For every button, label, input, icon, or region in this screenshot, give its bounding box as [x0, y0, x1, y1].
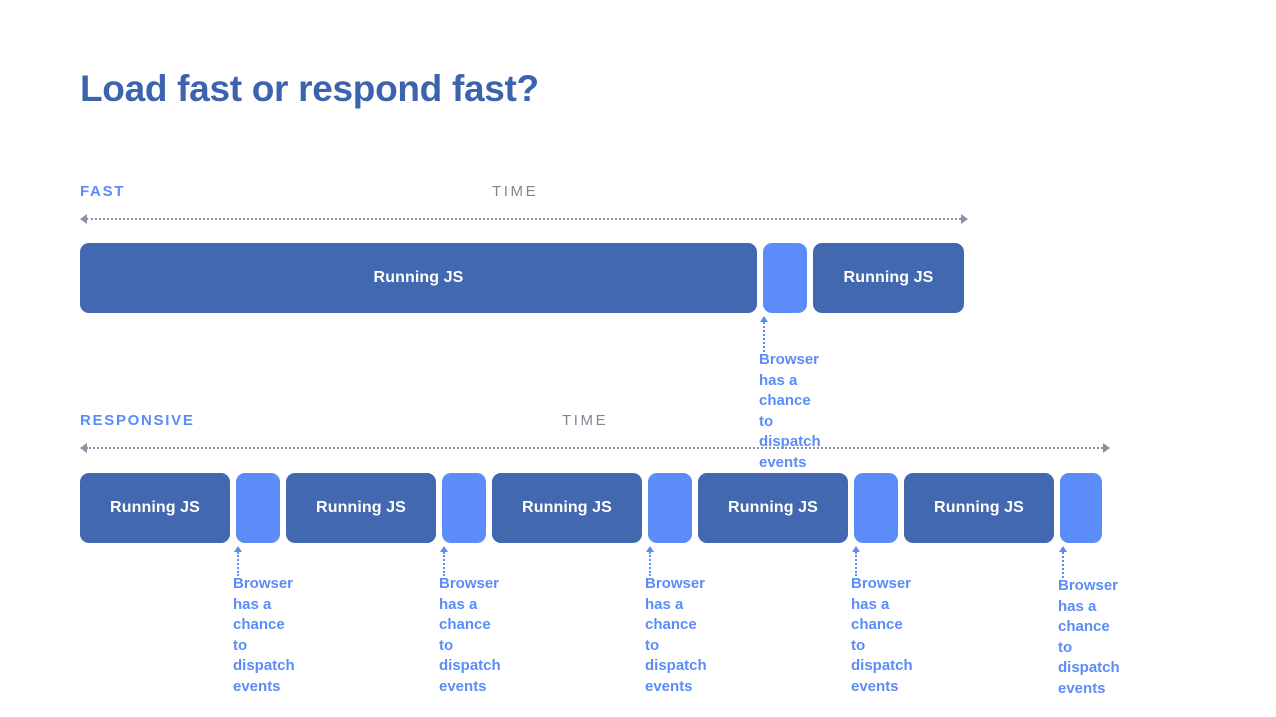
- arrow-up-icon: [852, 546, 860, 552]
- browser-chance-block: [854, 473, 898, 543]
- callout-text: Browser has a chance to dispatch events: [645, 575, 707, 695]
- time-axis-fast: [80, 214, 968, 224]
- running-js-block-label: Running JS: [934, 499, 1024, 516]
- page-title: Load fast or respond fast?: [80, 68, 539, 109]
- time-axis-responsive: [80, 443, 1110, 453]
- browser-chance-block: [763, 243, 807, 313]
- callout-text: Browser has a chance to dispatch events: [851, 575, 913, 695]
- callout-text: Browser has a chance to dispatch events: [439, 575, 501, 695]
- running-js-block: Running JS: [492, 473, 642, 543]
- callout-dotted-stem: [237, 552, 239, 576]
- browser-chance-block: [648, 473, 692, 543]
- arrow-up-icon: [760, 316, 768, 322]
- callout-dotted-stem: [855, 552, 857, 576]
- running-js-block-label: Running JS: [522, 499, 612, 516]
- arrow-left-icon: [80, 214, 87, 224]
- arrow-right-icon: [1103, 443, 1110, 453]
- arrow-left-icon: [80, 443, 87, 453]
- arrow-up-icon: [1059, 546, 1067, 552]
- running-js-block-label: Running JS: [373, 269, 464, 286]
- row-label-responsive: RESPONSIVE: [80, 412, 195, 429]
- running-js-block-label: Running JS: [110, 499, 200, 516]
- time-axis-label-responsive: TIME: [562, 412, 609, 429]
- arrow-up-icon: [234, 546, 242, 552]
- axis-dotted-line: [86, 218, 961, 220]
- running-js-block: Running JS: [286, 473, 436, 543]
- browser-chance-block: [442, 473, 486, 543]
- running-js-block: Running JS: [904, 473, 1054, 543]
- browser-chance-block: [1060, 473, 1102, 543]
- callout-dotted-stem: [1062, 552, 1064, 578]
- arrow-right-icon: [961, 214, 968, 224]
- running-js-block: Running JS: [813, 243, 964, 313]
- arrow-up-icon: [646, 546, 654, 552]
- axis-dotted-line: [86, 447, 1103, 449]
- callout-text: Browser has a chance to dispatch events: [759, 351, 821, 471]
- time-axis-label-fast: TIME: [492, 183, 539, 200]
- running-js-block-label: Running JS: [728, 499, 818, 516]
- callout-text: Browser has a chance to dispatch events: [1058, 577, 1120, 697]
- running-js-block: Running JS: [698, 473, 848, 543]
- browser-chance-block: [236, 473, 280, 543]
- running-js-block-label: Running JS: [316, 499, 406, 516]
- running-js-block: Running JS: [80, 473, 230, 543]
- row-label-fast: FAST: [80, 183, 126, 200]
- arrow-up-icon: [440, 546, 448, 552]
- callout-dotted-stem: [649, 552, 651, 576]
- running-js-block: Running JS: [80, 243, 757, 313]
- running-js-block-label: Running JS: [843, 269, 934, 286]
- callout-text: Browser has a chance to dispatch events: [233, 575, 295, 695]
- callout-dotted-stem: [763, 322, 765, 352]
- callout-dotted-stem: [443, 552, 445, 576]
